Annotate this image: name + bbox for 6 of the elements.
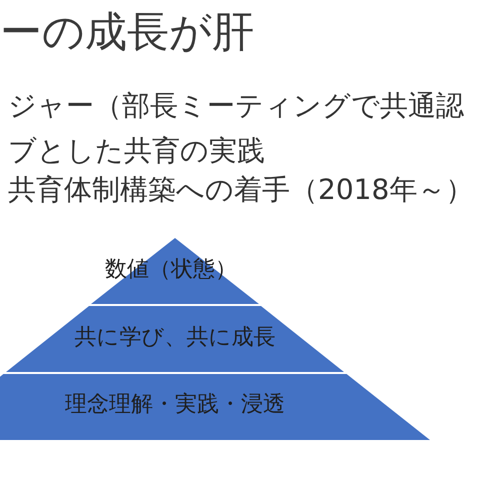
bullet-text: 共育体制構築への着手（2018年～）: [8, 174, 474, 206]
slide-title: ーの成長が肝: [0, 9, 254, 55]
bullet-text: ブとした共育の実践: [8, 135, 265, 167]
tier-label: 共に学び、共に成長: [74, 325, 276, 351]
bullet-text: ジャー（部長ミーティングで共通認: [8, 90, 464, 122]
tier-label: 理念理解・実践・浸透: [65, 392, 285, 418]
